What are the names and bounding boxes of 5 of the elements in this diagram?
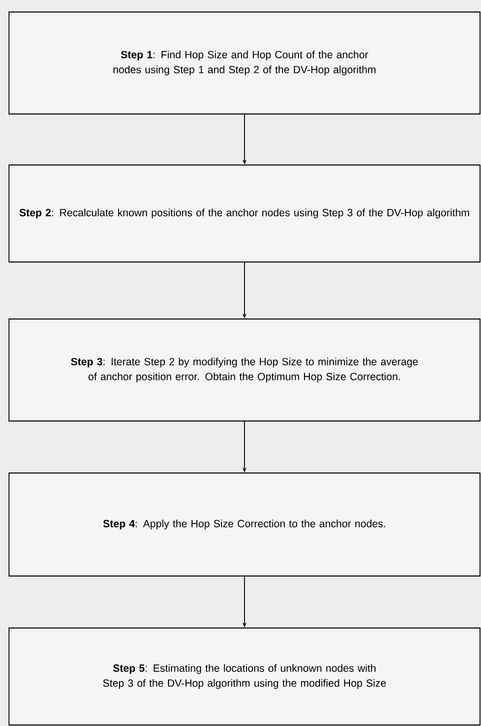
step-box: Step 2: Recalculate known positions of the anchor nodes using Step 3 of the DV-Hop algorithm — [8, 164, 480, 262]
step-box: Step 3: Iterate Step 2 by modifying the Hop Size to minimize the average of anchor position error. Obtain the Optimum Hop Size Correction. — [8, 318, 480, 422]
step-box: Step 1: Find Hop Size and Hop Count of the anchor nodes using Step 1 and Step 2 of the DV-Hop algorithm — [8, 12, 480, 114]
step-box: Step 5: Estimating the locations of unknown nodes with Step 3 of the DV-Hop algorithm using the modified Hop Size — [8, 628, 480, 726]
step-box: Step 4: Apply the Hop Size Correction to the anchor nodes. — [8, 472, 480, 576]
